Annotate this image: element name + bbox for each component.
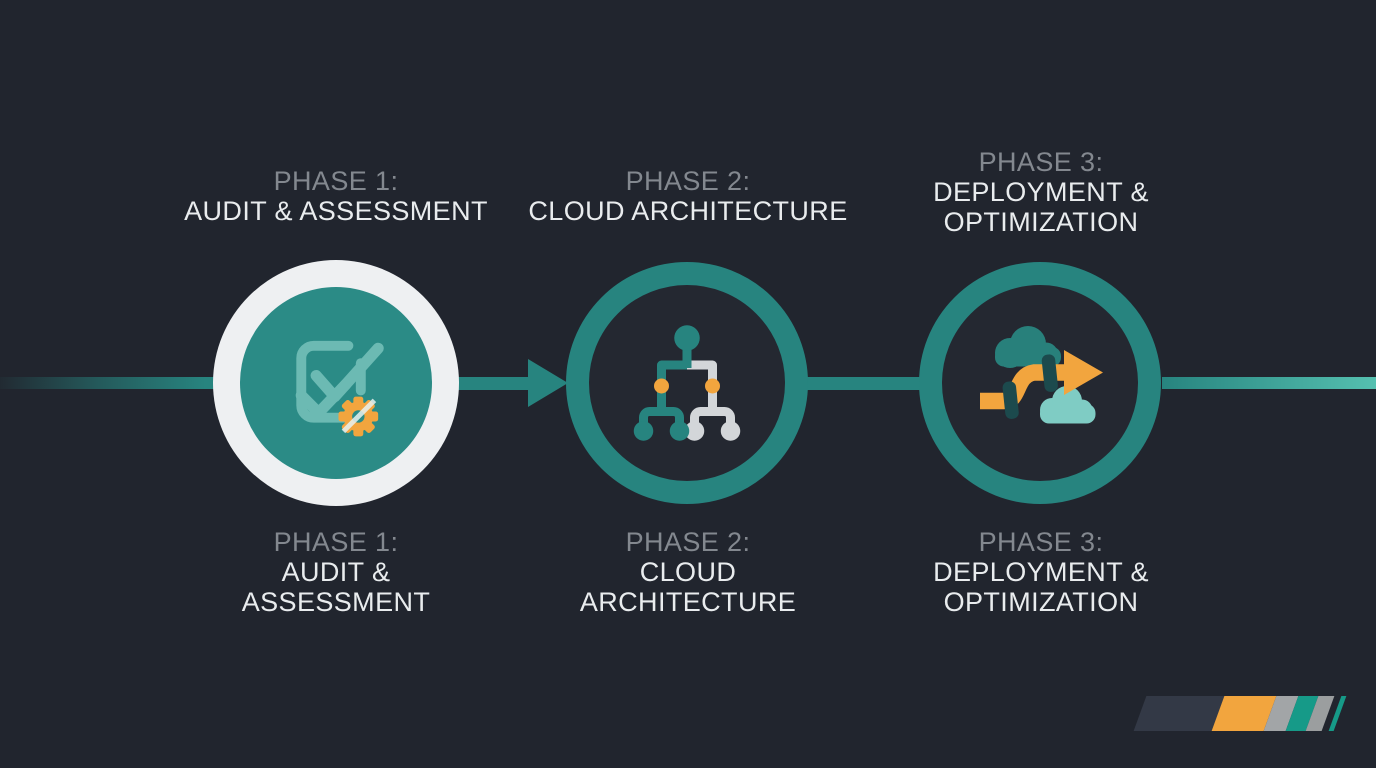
phase-3-top-title-line-2: OPTIMIZATION — [943, 207, 1139, 237]
phase-1-node — [213, 260, 459, 506]
cloud-migration-icon — [980, 326, 1103, 424]
phase-2-top-title: CLOUD ARCHITECTURE — [528, 196, 848, 226]
timeline-line-left — [0, 377, 216, 389]
phase-2-node — [566, 262, 808, 504]
phase-3-top-eyebrow: PHASE 3: — [978, 147, 1104, 177]
phase-1-bottom-title-line-2: ASSESSMENT — [241, 587, 431, 617]
phase-2-top-label: PHASE 2: CLOUD ARCHITECTURE — [508, 166, 868, 226]
hierarchy-icon — [633, 325, 741, 441]
phase-1-node-inner — [240, 287, 432, 479]
phase-1-bottom-label: PHASE 1: AUDIT & ASSESSMENT — [156, 527, 516, 617]
timeline-line-right — [1162, 377, 1376, 389]
phase-3-node — [919, 262, 1161, 504]
hierarchy-root-node — [674, 325, 700, 351]
phase-2-bottom-title-line-2: ARCHITECTURE — [579, 587, 797, 617]
migration-arrow-icon — [980, 350, 1103, 419]
gear-icon — [338, 396, 379, 437]
phase-2-bottom-label: PHASE 2: CLOUD ARCHITECTURE — [508, 527, 868, 617]
phase-3-top-title-line-1: DEPLOYMENT & — [933, 177, 1149, 207]
phase-3-bottom-eyebrow: PHASE 3: — [978, 527, 1104, 557]
decor-stripe-slate — [1133, 696, 1225, 731]
phase-3-bottom-label: PHASE 3: DEPLOYMENT & OPTIMIZATION — [861, 527, 1221, 617]
phase-1-top-eyebrow: PHASE 1: — [273, 166, 399, 196]
phase-2-top-eyebrow: PHASE 2: — [625, 166, 751, 196]
phase-2-bottom-eyebrow: PHASE 2: — [625, 527, 751, 557]
phase-1-top-title: AUDIT & ASSESSMENT — [184, 196, 488, 226]
decor-stripes — [1133, 696, 1347, 731]
timeline-connector-mid — [806, 377, 922, 390]
checklist-gear-icon — [295, 340, 384, 437]
phase-1-bottom-eyebrow: PHASE 1: — [273, 527, 399, 557]
phase-1-top-label: PHASE 1: AUDIT & ASSESSMENT — [156, 166, 516, 226]
cloud-light-icon — [1040, 386, 1096, 424]
check-mark-icon — [295, 378, 352, 419]
phase-3-bottom-title-line-2: OPTIMIZATION — [943, 587, 1139, 617]
phase-2-bottom-title-line-1: CLOUD — [639, 557, 737, 587]
timeline-arrow-shaft — [455, 377, 531, 390]
phase-3-top-label: PHASE 3: DEPLOYMENT & OPTIMIZATION — [861, 147, 1221, 237]
phase-1-bottom-title-line-1: AUDIT & — [281, 557, 391, 587]
cloud-dark-icon — [995, 326, 1061, 368]
phase-3-bottom-title-line-1: DEPLOYMENT & — [933, 557, 1149, 587]
timeline-arrow-head-icon — [528, 359, 568, 407]
hierarchy-right-branch — [687, 360, 735, 425]
hierarchy-dot — [654, 378, 669, 394]
hierarchy-dot — [705, 378, 720, 394]
